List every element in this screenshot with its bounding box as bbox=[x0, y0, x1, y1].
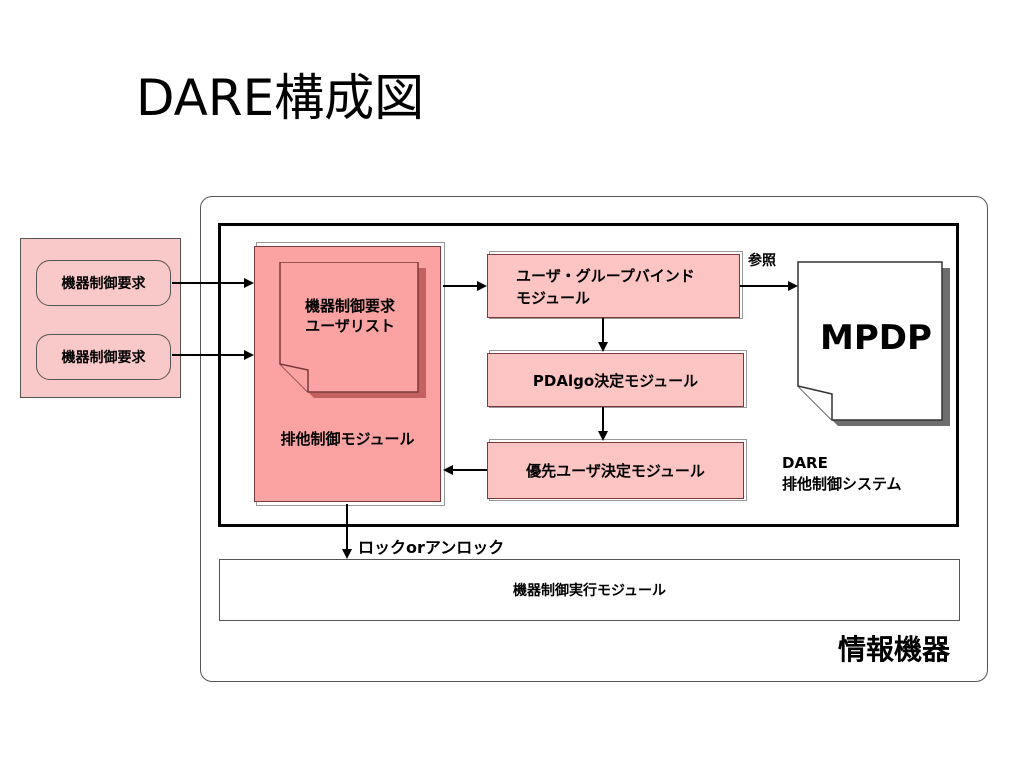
user-list-line1: 機器制御要求 bbox=[304, 297, 395, 315]
dare-system-label: DARE 排他制御システム bbox=[782, 453, 902, 495]
execution-module-label: 機器制御実行モジュール bbox=[512, 583, 667, 599]
pdalgo-module[interactable]: PDAlgo決定モジュール bbox=[487, 353, 744, 407]
device-frame bbox=[200, 196, 988, 682]
dare-system-line1: DARE bbox=[782, 454, 828, 472]
request-pill-1[interactable]: 機器制御要求 bbox=[36, 260, 171, 306]
user-list-line2: ユーザリスト bbox=[305, 317, 395, 335]
bind-module-line2: モジュール bbox=[516, 289, 590, 307]
priority-module[interactable]: 優先ユーザ決定モジュール bbox=[487, 442, 744, 499]
mpdp-document bbox=[797, 261, 950, 426]
user-list-document bbox=[279, 262, 426, 398]
request-pill-2[interactable]: 機器制御要求 bbox=[36, 334, 171, 380]
device-label: 情報機器 bbox=[838, 633, 951, 666]
slide-title: DARE構成図 bbox=[136, 69, 425, 127]
mpdp-label: MPDP bbox=[820, 318, 932, 358]
exclusive-module-label: 排他制御モジュール bbox=[280, 430, 415, 448]
pdalgo-module-label: PDAlgo決定モジュール bbox=[532, 371, 699, 390]
execution-module[interactable]: 機器制御実行モジュール bbox=[219, 559, 960, 621]
dare-system-line2: 排他制御システム bbox=[782, 475, 902, 493]
bind-module[interactable]: ユーザ・グループバインド モジュール bbox=[487, 254, 740, 318]
priority-module-label: 優先ユーザ決定モジュール bbox=[526, 462, 705, 480]
lock-unlock-label: ロックorアンロック bbox=[358, 538, 505, 557]
reference-label: 参照 bbox=[748, 253, 776, 269]
user-list-label: 機器制御要求 ユーザリスト bbox=[280, 296, 420, 336]
bind-module-line1: ユーザ・グループバインド bbox=[516, 267, 695, 285]
